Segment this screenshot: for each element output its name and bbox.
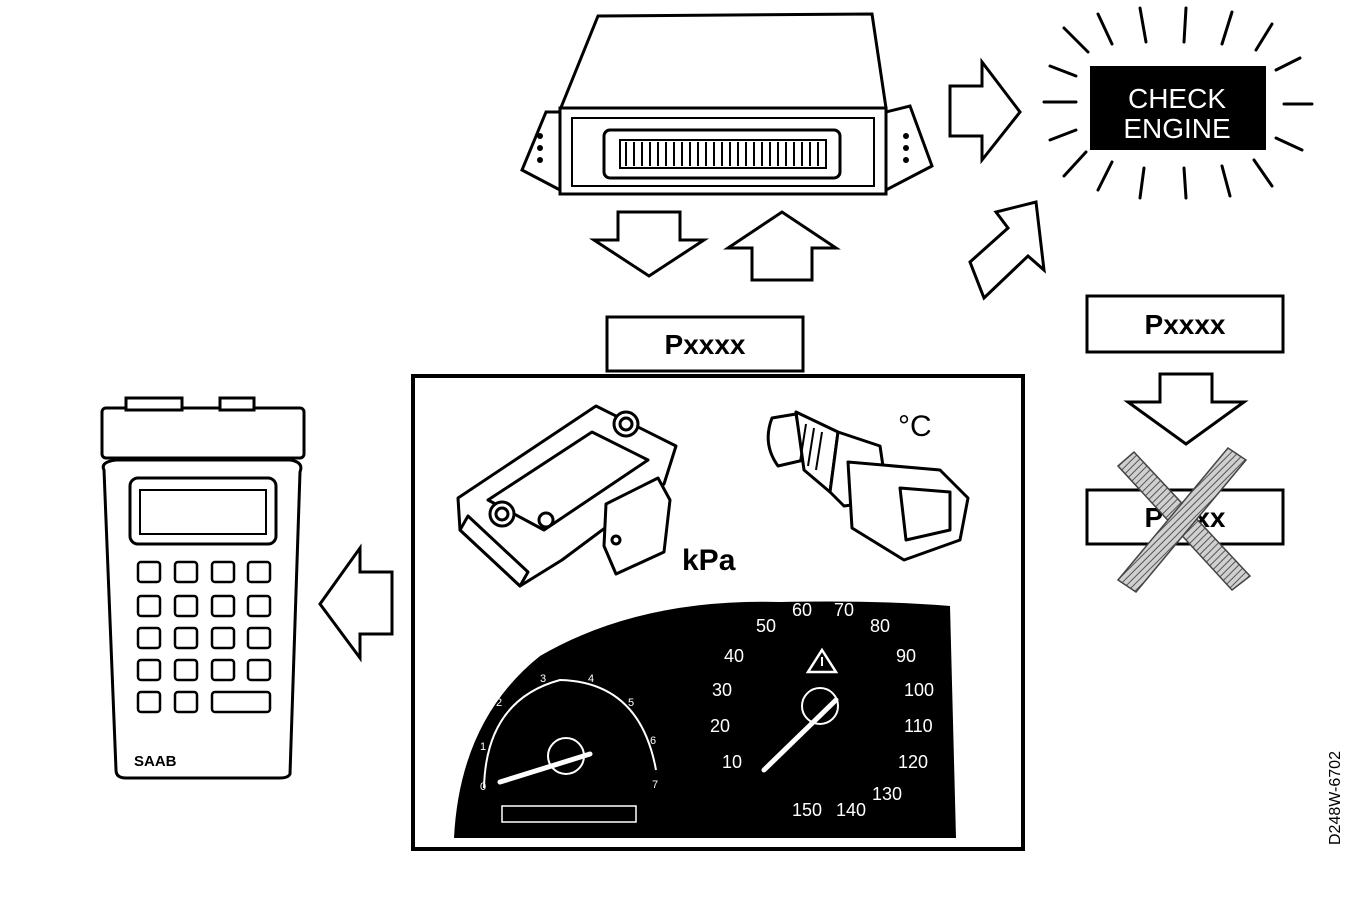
arrow-up-icon: [723, 210, 841, 282]
speedometer-scale: 10 20 30 40 50 60 70 80 90 100 110 120 1…: [710, 600, 934, 820]
tacho-label: 3: [540, 673, 546, 685]
speedo-label: 70: [834, 600, 854, 620]
speedo-label: 80: [870, 616, 890, 636]
tacho-label: 6: [650, 735, 656, 747]
speedo-label: 130: [872, 784, 902, 804]
arrow-right-icon: [948, 57, 1022, 165]
tacho-label: 1: [480, 741, 486, 753]
speedo-label: 50: [756, 616, 776, 636]
speedo-label: 150: [792, 800, 822, 820]
scan-tool: [100, 396, 306, 780]
ecu-control-unit: [520, 12, 934, 196]
stored-code-box: [1085, 294, 1285, 354]
cross-out-icon: [1116, 447, 1252, 593]
tacho-label: 0: [480, 781, 486, 793]
tacho-label: 4: [588, 673, 594, 685]
speedo-label: 10: [722, 752, 742, 772]
live-code-label: Pxxxx: [665, 329, 746, 360]
arrow-diagonal-down-icon: [968, 200, 1046, 301]
tacho-label: 7: [652, 779, 658, 791]
stored-code-label: Pxxxx: [1145, 309, 1226, 340]
speedo-label: 120: [898, 752, 928, 772]
speedo-label: 140: [836, 800, 866, 820]
speedo-label: 60: [792, 600, 812, 620]
temperature-unit-label: °C: [898, 410, 932, 443]
check-engine-lamp: [1090, 66, 1266, 150]
ecu-flange-holes: [537, 133, 909, 163]
temperature-sensor: [766, 410, 970, 562]
ecu-connector-pins: [625, 142, 819, 166]
instrument-cluster: [454, 601, 956, 838]
speedo-label: 100: [904, 680, 934, 700]
scan-tool-keypad: [136, 560, 272, 714]
speedo-label: 20: [710, 716, 730, 736]
tacho-label: 2: [496, 697, 502, 709]
check-engine-line2: ENGINE: [1123, 113, 1230, 144]
arrow-down-right-icon: [1123, 372, 1249, 446]
speedo-label: 30: [712, 680, 732, 700]
figure-id: D248W-6702: [1327, 751, 1344, 845]
tachometer-scale: 0 1 2 3 4 5 6 7: [480, 673, 658, 793]
live-code-box: [605, 315, 805, 373]
speedo-label: 40: [724, 646, 744, 666]
pressure-sensor: [456, 404, 678, 588]
scan-tool-brand: SAAB: [134, 753, 177, 770]
arrow-down-icon: [588, 210, 710, 278]
speedo-label: 110: [904, 716, 933, 736]
check-engine-rays: [1042, 6, 1314, 200]
check-engine-line1: CHECK: [1128, 83, 1226, 114]
speedo-label: 90: [896, 646, 916, 666]
arrow-left-icon: [318, 543, 394, 663]
tacho-label: 5: [628, 697, 634, 709]
pressure-unit-label: kPa: [682, 544, 736, 577]
